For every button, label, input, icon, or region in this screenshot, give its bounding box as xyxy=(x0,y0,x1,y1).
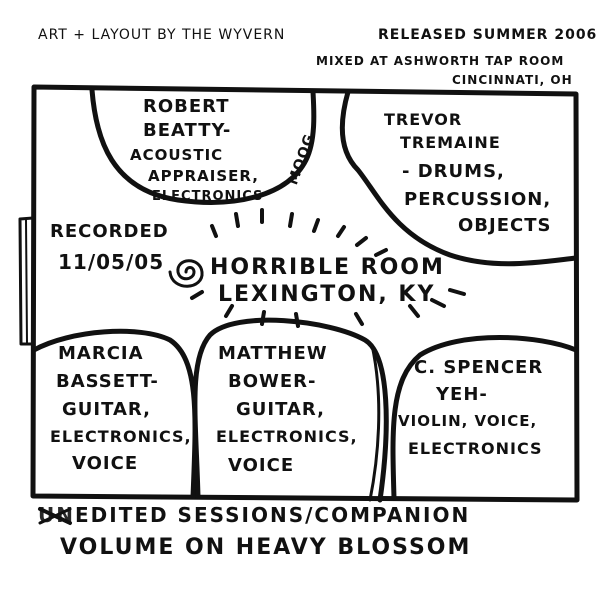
trevor-role-3: OBJECTS xyxy=(458,215,552,236)
art-layout-credit: ART + LAYOUT BY THE WYVERN xyxy=(38,27,286,43)
venue-name: HORRIBLE ROOM xyxy=(210,255,445,280)
spencer-role-1: VIOLIN, VOICE, xyxy=(398,412,538,430)
robert-role-1: ACOUSTIC xyxy=(130,146,224,164)
footer-line2: VOLUME ON HEAVY BLOSSOM xyxy=(60,535,472,560)
trevor-role-1: - DRUMS, xyxy=(402,161,505,182)
robert-name-2: BEATTY- xyxy=(143,120,232,141)
struck-prefix: UN xyxy=(38,503,75,527)
spencer-role-2: ELECTRONICS xyxy=(408,439,543,458)
footer-line1: UNEDITED SESSIONS/COMPANION xyxy=(38,503,471,527)
marcia-name-2: BASSETT- xyxy=(56,371,159,392)
recorded-date: 11/05/05 xyxy=(58,250,165,274)
spencer-name-2: YEH- xyxy=(436,384,488,405)
matthew-role-3: VOICE xyxy=(228,455,295,476)
robert-bubble xyxy=(89,87,317,205)
matthew-bubble xyxy=(192,317,389,503)
trevor-name-1: TREVOR xyxy=(384,110,463,129)
release-date: RELEASED SUMMER 2006 xyxy=(378,27,597,43)
mixed-at-line2: CINCINNATI, OH xyxy=(452,73,573,87)
trevor-role-2: PERCUSSION, xyxy=(404,189,552,210)
marcia-role-3: VOICE xyxy=(72,453,139,474)
matthew-role-2: ELECTRONICS, xyxy=(216,427,358,446)
marcia-role-1: GUITAR, xyxy=(62,399,151,420)
spencer-name-1: C. SPENCER xyxy=(414,357,544,378)
spencer-bubble xyxy=(390,335,579,501)
matthew-name-2: BOWER- xyxy=(228,371,317,392)
matthew-name-1: MATTHEW xyxy=(218,343,328,364)
matthew-role-1: GUITAR, xyxy=(236,399,325,420)
footer-line1-text: EDITED SESSIONS/COMPANION xyxy=(74,503,471,527)
outer-box xyxy=(30,84,580,503)
venue-city: LEXINGTON, KY xyxy=(218,282,436,307)
spine-tab xyxy=(18,216,35,346)
trevor-region xyxy=(339,89,579,267)
marcia-role-2: ELECTRONICS, xyxy=(50,427,192,446)
robert-name-1: ROBERT xyxy=(143,96,230,117)
spiral-icon xyxy=(168,259,204,288)
recorded-label: RECORDED xyxy=(50,221,169,242)
marcia-name-1: MARCIA xyxy=(58,343,144,364)
trevor-name-2: TREMAINE xyxy=(400,133,501,152)
robert-role-3: ELECTRONICS xyxy=(152,189,264,204)
mixed-at-line1: MIXED AT ASHWORTH TAP ROOM xyxy=(316,54,565,68)
robert-role-2: APPRAISER, xyxy=(148,167,259,185)
sun-rays xyxy=(190,208,466,328)
